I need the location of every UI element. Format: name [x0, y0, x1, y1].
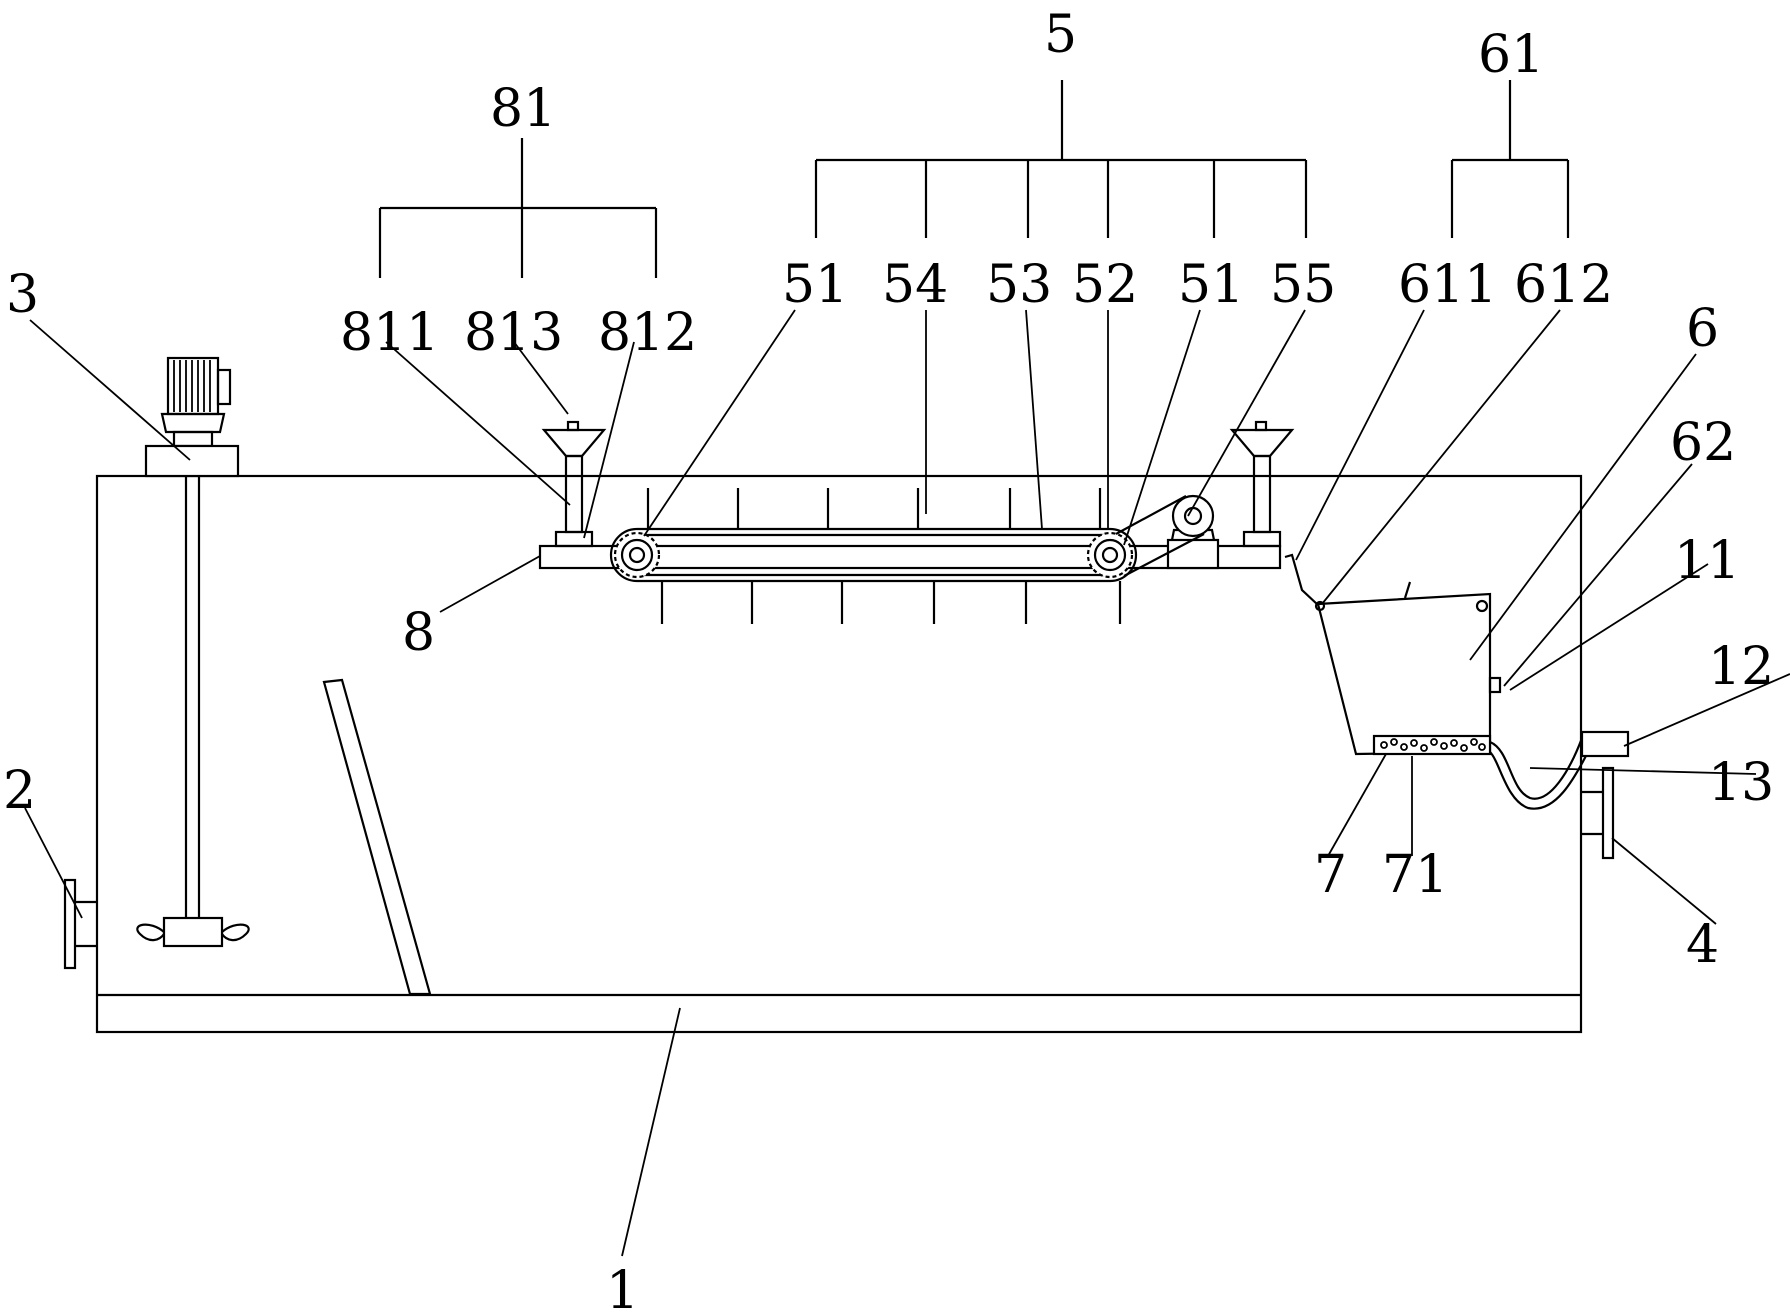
inclined-baffle — [322, 678, 432, 996]
label-51-right: 51 — [1178, 255, 1244, 315]
adjusting-screw-left — [541, 420, 607, 548]
label-7: 7 — [1314, 845, 1347, 905]
label-8: 8 — [402, 603, 435, 663]
label-4: 4 — [1686, 915, 1719, 975]
label-6: 6 — [1686, 299, 1719, 359]
label-611: 611 — [1398, 255, 1497, 315]
label-62: 62 — [1670, 413, 1736, 473]
label-81: 81 — [490, 79, 556, 139]
label-612: 612 — [1514, 255, 1613, 315]
stirrer-assembly — [136, 356, 250, 948]
adjusting-screw-right — [1229, 420, 1295, 548]
label-71: 71 — [1382, 845, 1448, 905]
label-52: 52 — [1072, 255, 1138, 315]
bracket-61 — [1450, 80, 1570, 238]
bracket-5 — [814, 80, 1308, 238]
label-61: 61 — [1478, 25, 1544, 85]
label-11: 11 — [1674, 531, 1740, 591]
label-5: 5 — [1044, 5, 1077, 65]
label-54: 54 — [882, 255, 948, 315]
callout-labels: 1 2 3 4 5 51 54 53 52 51 55 6 61 611 612… — [3, 5, 1774, 1314]
inlet-flange — [63, 878, 97, 970]
label-812: 812 — [598, 303, 697, 363]
label-12: 12 — [1708, 637, 1774, 697]
label-13: 13 — [1708, 753, 1774, 813]
label-51-left: 51 — [782, 255, 848, 315]
slag-collection-box — [1284, 553, 1502, 756]
label-2: 2 — [3, 761, 36, 821]
label-1: 1 — [606, 1261, 639, 1314]
leader-lines — [24, 309, 1790, 1257]
label-811: 811 — [340, 303, 439, 363]
bracket-81 — [378, 138, 658, 278]
label-813: 813 — [464, 303, 563, 363]
label-53: 53 — [986, 255, 1052, 315]
outlet-assembly — [1489, 730, 1630, 860]
label-3: 3 — [6, 265, 39, 325]
label-55: 55 — [1270, 255, 1336, 315]
